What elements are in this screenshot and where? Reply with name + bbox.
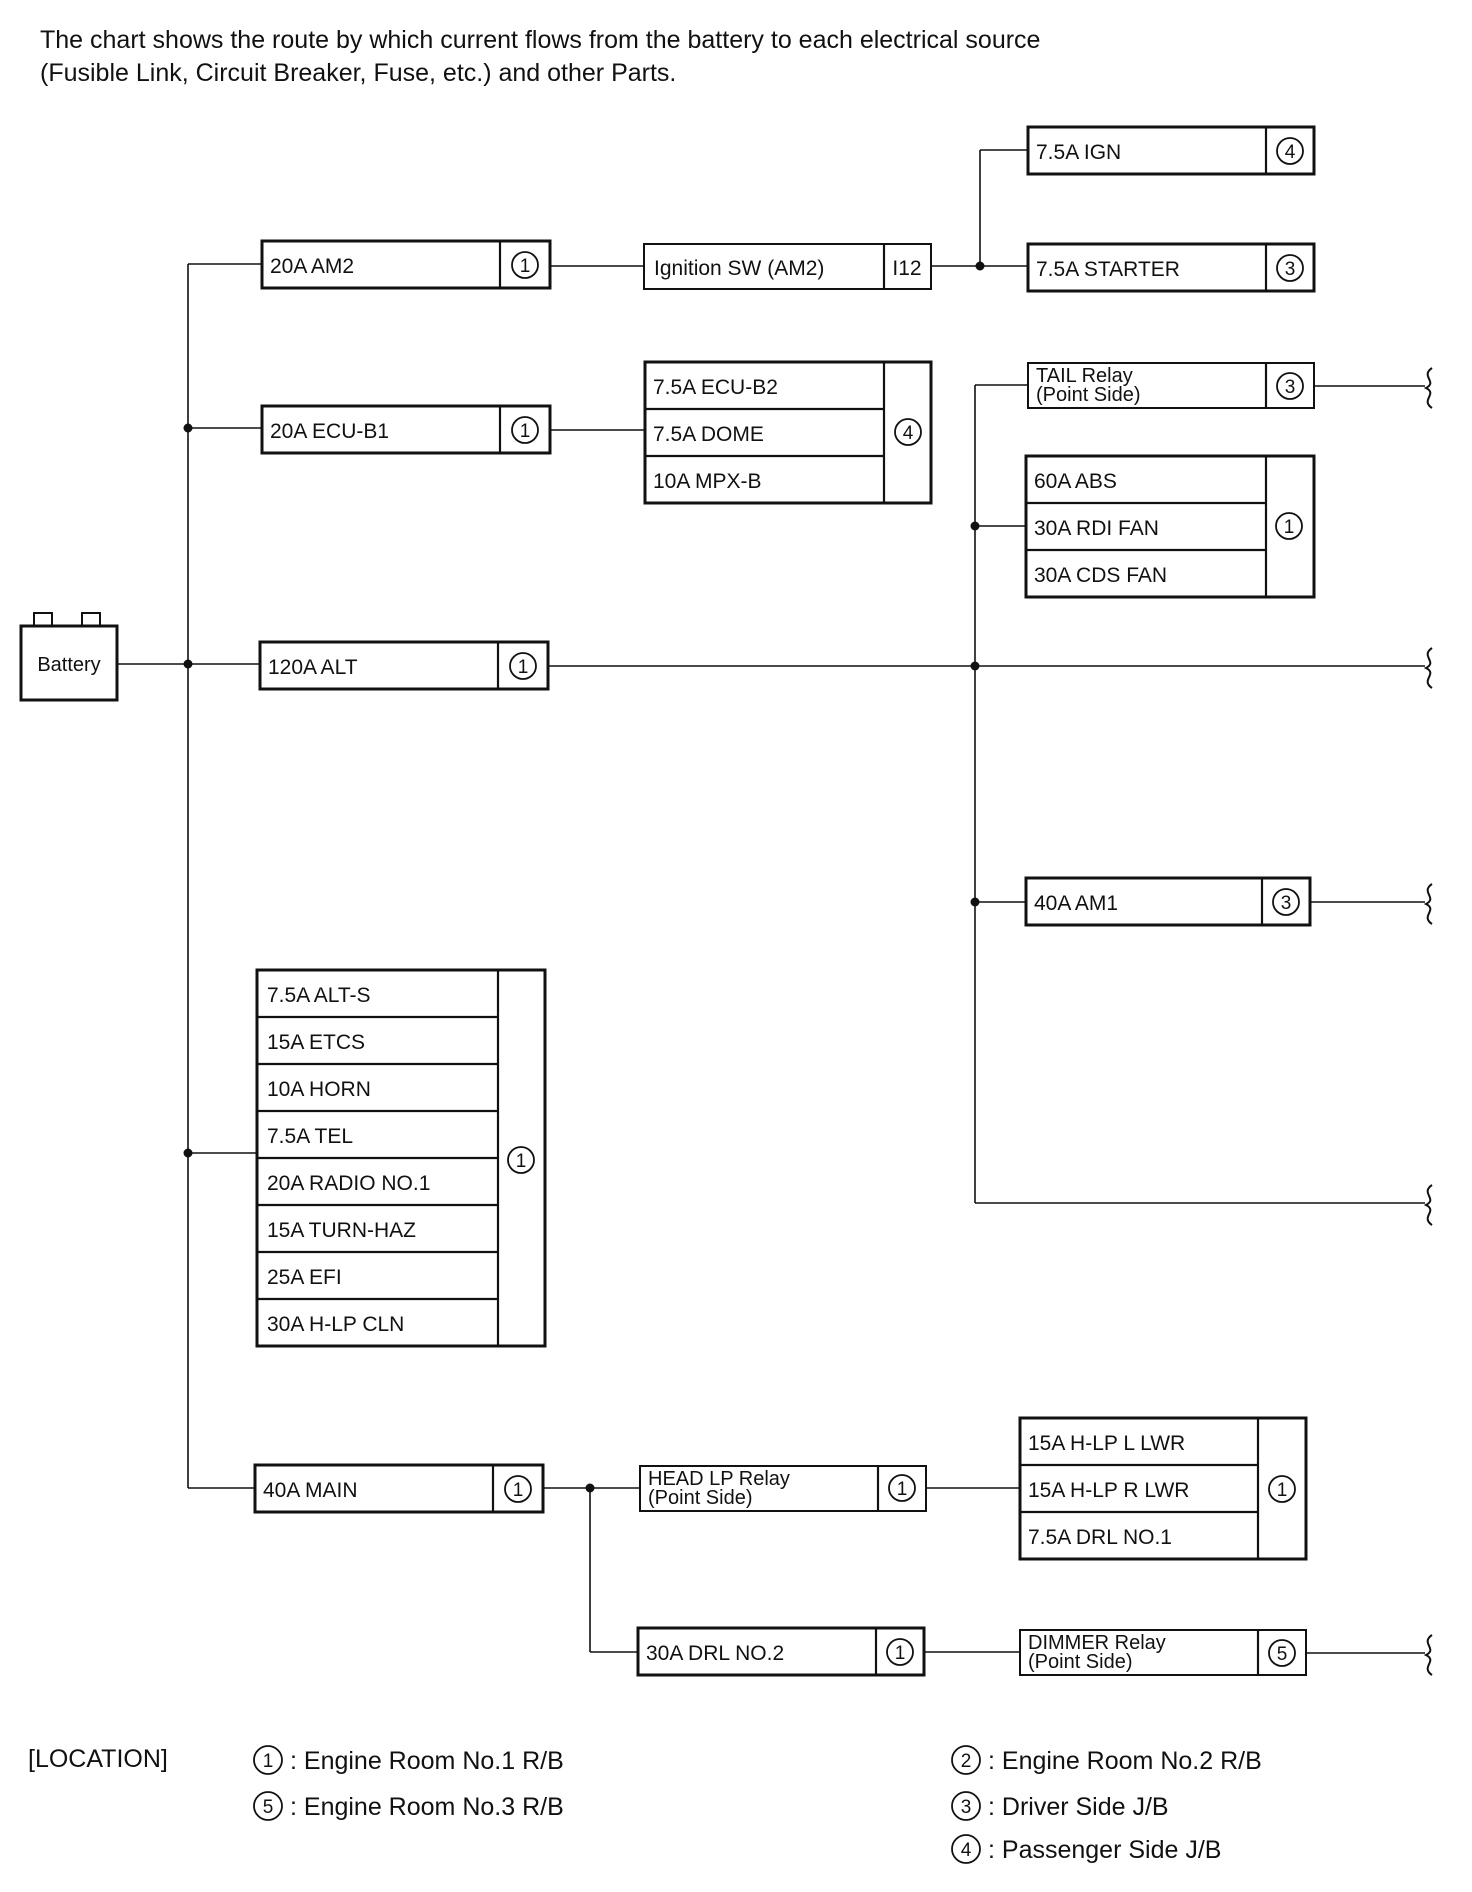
fuse-alt-label: 120A ALT bbox=[268, 656, 358, 679]
continuation-marks bbox=[1423, 367, 1433, 1676]
location-badge bbox=[1276, 372, 1304, 400]
fuse-main: 40A MAIN 1 bbox=[253, 1463, 545, 1514]
location-badge-num: 5 bbox=[1277, 1644, 1288, 1665]
fuse-h-lp-cln: 30A H-LP CLN bbox=[267, 1313, 404, 1336]
junction-dots bbox=[183, 261, 985, 1493]
fuse-alt: 120A ALT 1 bbox=[258, 640, 550, 691]
legend-heading: [LOCATION] bbox=[28, 1745, 168, 1773]
fuse-efi: 25A EFI bbox=[267, 1266, 342, 1289]
fuse-etcs: 15A ETCS bbox=[267, 1031, 365, 1054]
fuse-group-ecu: 7.5A ECU-B2 7.5A DOME 10A MPX-B 4 bbox=[643, 360, 933, 505]
head-lp-relay: HEAD LP Relay (Point Side) 1 bbox=[639, 1465, 927, 1512]
location-badge bbox=[507, 1146, 535, 1174]
fuse-dome: 7.5A DOME bbox=[653, 423, 764, 446]
fuse-ecu-b2: 7.5A ECU-B2 bbox=[653, 376, 778, 399]
legend-text-1: : Engine Room No.1 R/B bbox=[290, 1747, 564, 1775]
legend-text-2: : Engine Room No.2 R/B bbox=[988, 1747, 1262, 1775]
fuse-drl-no1: 7.5A DRL NO.1 bbox=[1028, 1526, 1172, 1549]
location-badge-num: 1 bbox=[897, 1479, 908, 1500]
location-badge-num: 4 bbox=[1285, 142, 1296, 163]
battery: Battery bbox=[19, 612, 119, 702]
location-badge bbox=[1268, 1475, 1296, 1503]
location-badge bbox=[509, 652, 537, 680]
location-badge bbox=[886, 1638, 914, 1666]
fuse-am2-label: 20A AM2 bbox=[270, 255, 354, 278]
fuse-group-hlp: 15A H-LP L LWR 15A H-LP R LWR 7.5A DRL N… bbox=[1018, 1416, 1308, 1561]
location-badge bbox=[1268, 1639, 1296, 1667]
tail-relay: TAIL Relay (Point Side) 3 bbox=[1027, 362, 1315, 409]
location-badge-num: 1 bbox=[895, 1643, 906, 1664]
location-badge bbox=[1276, 254, 1304, 282]
location-badge-num: 3 bbox=[1285, 377, 1296, 398]
fuse-abs: 60A ABS bbox=[1034, 470, 1117, 493]
fuse-starter: 7.5A STARTER 3 bbox=[1026, 242, 1316, 293]
tail-relay-line1: TAIL Relay bbox=[1036, 365, 1133, 387]
head-lp-relay-line2: (Point Side) bbox=[648, 1487, 753, 1509]
location-badge bbox=[894, 418, 922, 446]
fuse-ecu-b1-label: 20A ECU-B1 bbox=[270, 420, 389, 443]
fuse-group-left: 7.5A ALT-S 15A ETCS 10A HORN 7.5A TEL 20… bbox=[255, 968, 547, 1348]
fuse-starter-label: 7.5A STARTER bbox=[1036, 258, 1180, 281]
location-badge-num: 1 bbox=[1284, 517, 1295, 538]
battery-label: Battery bbox=[37, 654, 100, 676]
fuse-ecu-b1: 20A ECU-B1 1 bbox=[260, 404, 552, 455]
location-badge bbox=[888, 1474, 916, 1502]
location-badge-num: 3 bbox=[1285, 259, 1296, 280]
head-lp-relay-line1: HEAD LP Relay bbox=[648, 1468, 790, 1490]
fuse-drl-no2: 30A DRL NO.2 1 bbox=[636, 1626, 926, 1677]
fuse-ign-label: 7.5A IGN bbox=[1036, 141, 1121, 164]
dimmer-relay-line1: DIMMER Relay bbox=[1028, 1632, 1166, 1654]
legend-num-5: 5 bbox=[263, 1797, 274, 1818]
legend-num-1: 1 bbox=[263, 1751, 274, 1772]
ignition-switch-label: Ignition SW (AM2) bbox=[654, 257, 824, 280]
fuse-drl-no2-label: 30A DRL NO.2 bbox=[646, 1642, 784, 1665]
fuse-group-abs: 60A ABS 30A RDI FAN 30A CDS FAN 1 bbox=[1024, 454, 1316, 599]
fuse-alt-s: 7.5A ALT-S bbox=[267, 984, 371, 1007]
dimmer-relay-line2: (Point Side) bbox=[1028, 1651, 1133, 1673]
fuse-mpx-b: 10A MPX-B bbox=[653, 470, 762, 493]
fuse-cds-fan: 30A CDS FAN bbox=[1034, 564, 1167, 587]
fuse-h-lp-r-lwr: 15A H-LP R LWR bbox=[1028, 1479, 1189, 1502]
location-badge-num: 1 bbox=[1277, 1480, 1288, 1501]
fuse-turn-haz: 15A TURN-HAZ bbox=[267, 1219, 416, 1242]
intro-line-2: (Fusible Link, Circuit Breaker, Fuse, et… bbox=[40, 59, 676, 87]
fuse-am1-label: 40A AM1 bbox=[1034, 892, 1118, 915]
legend-text-4: : Passenger Side J/B bbox=[988, 1836, 1221, 1864]
fuse-rdi-fan: 30A RDI FAN bbox=[1034, 517, 1159, 540]
location-badge bbox=[504, 1475, 532, 1503]
location-badge-num: 1 bbox=[520, 421, 531, 442]
location-badge-num: 1 bbox=[516, 1151, 527, 1172]
legend-num-4: 4 bbox=[961, 1840, 972, 1861]
location-badge-num: 1 bbox=[513, 1480, 524, 1501]
fuse-am2: 20A AM2 1 bbox=[260, 239, 552, 290]
location-badge-num: 1 bbox=[518, 657, 529, 678]
intro-line-1: The chart shows the route by which curre… bbox=[40, 26, 1040, 54]
legend-num-3: 3 bbox=[961, 1797, 972, 1818]
location-badge-num: 3 bbox=[1281, 893, 1292, 914]
fuse-ign: 7.5A IGN 4 bbox=[1026, 125, 1316, 176]
fuse-main-label: 40A MAIN bbox=[263, 1479, 358, 1502]
location-badge bbox=[1276, 137, 1304, 165]
legend-num-2: 2 bbox=[961, 1751, 972, 1772]
fuse-radio-no1: 20A RADIO NO.1 bbox=[267, 1172, 430, 1195]
location-badge bbox=[1275, 512, 1303, 540]
fuse-h-lp-l-lwr: 15A H-LP L LWR bbox=[1028, 1432, 1185, 1455]
location-badge bbox=[511, 416, 539, 444]
legend-text-3: : Driver Side J/B bbox=[988, 1793, 1169, 1821]
fuse-am1: 40A AM1 3 bbox=[1024, 876, 1312, 927]
ignition-switch-code: I12 bbox=[892, 257, 921, 280]
location-badge-num: 1 bbox=[520, 256, 531, 277]
ignition-switch: Ignition SW (AM2) I12 bbox=[643, 243, 932, 290]
fuse-tel: 7.5A TEL bbox=[267, 1125, 353, 1148]
location-badge-num: 4 bbox=[903, 423, 914, 444]
wiring bbox=[118, 149, 1425, 1654]
location-badge bbox=[511, 251, 539, 279]
tail-relay-line2: (Point Side) bbox=[1036, 384, 1141, 406]
location-legend: [LOCATION] 1 : Engine Room No.1 R/B 5 : … bbox=[28, 1745, 1262, 1864]
fuse-horn: 10A HORN bbox=[267, 1078, 371, 1101]
legend-text-5: : Engine Room No.3 R/B bbox=[290, 1793, 564, 1821]
location-badge bbox=[1272, 888, 1300, 916]
dimmer-relay: DIMMER Relay (Point Side) 5 bbox=[1019, 1629, 1307, 1676]
